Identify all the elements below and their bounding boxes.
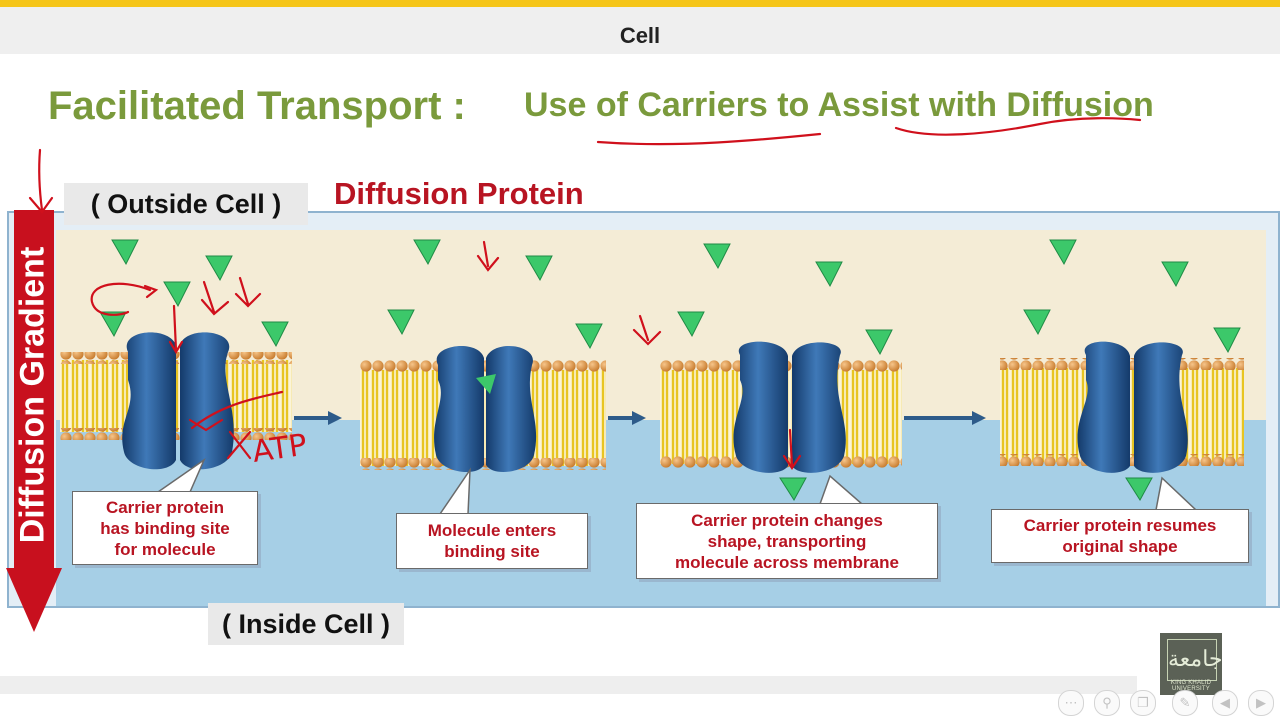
callout-step-3: Carrier protein changes shape, transporti… — [636, 503, 938, 579]
forward-icon[interactable]: ▶ — [1248, 690, 1274, 716]
copy-icon[interactable]: ❐ — [1130, 690, 1156, 716]
callout-line: shape, transporting — [708, 532, 867, 551]
callout-step-4: Carrier protein resumes original shape — [991, 509, 1249, 563]
callout-line: has binding site — [100, 519, 229, 538]
back-icon[interactable]: ◀ — [1212, 690, 1238, 716]
callout-line: for molecule — [114, 540, 215, 559]
pen-icon[interactable]: ✎ — [1172, 690, 1198, 716]
menu-icon[interactable]: ⋯ — [1058, 690, 1084, 716]
logo-glyph: جامعة — [1167, 639, 1217, 681]
callout-line: Molecule enters — [428, 521, 557, 540]
diffusion-gradient-label: Diffusion Gradient — [14, 247, 53, 544]
callout-step-1: Carrier protein has binding site for molec… — [72, 491, 258, 565]
callout-line: original shape — [1062, 537, 1177, 556]
callout-line: Carrier protein — [106, 498, 224, 517]
callout-line: Carrier protein resumes — [1024, 516, 1217, 535]
zoom-icon[interactable]: ⚲ — [1094, 690, 1120, 716]
diffusion-protein-annotation: Diffusion Protein — [334, 176, 584, 212]
callout-line: molecule across membrane — [675, 553, 899, 572]
footer-bar — [0, 676, 1137, 694]
callout-line: binding site — [444, 542, 539, 561]
callout-line: Carrier protein changes — [691, 511, 883, 530]
outside-cell-label: ( Outside Cell ) — [64, 183, 308, 225]
inside-cell-label: ( Inside Cell ) — [208, 603, 404, 645]
university-logo: جامعة KING KHALID UNIVERSITY — [1160, 633, 1222, 695]
callout-step-2: Molecule enters binding site — [396, 513, 588, 569]
